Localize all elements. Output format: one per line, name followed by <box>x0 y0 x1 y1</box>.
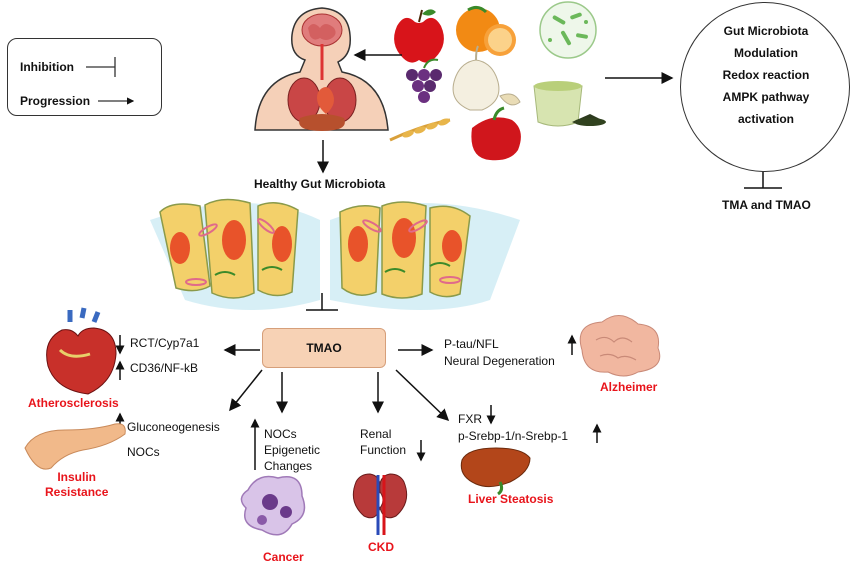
bell-pepper-icon <box>471 106 521 161</box>
tea-cup-icon <box>533 81 606 127</box>
tmao-to-liver-arrow <box>395 369 450 422</box>
insulin-marker-2: NOCs <box>127 445 160 459</box>
liver-icon <box>460 447 531 496</box>
wheat-icon <box>389 118 451 142</box>
cancer-markers: NOCs Epigenetic Changes <box>264 426 320 474</box>
atherosclerosis-label: Atherosclerosis <box>28 396 119 410</box>
effects-list: Gut Microbiota Modulation Redox reaction… <box>686 20 846 130</box>
food-illustrations <box>389 1 606 161</box>
legend-progression-label: Progression <box>20 94 91 108</box>
insulin-label-line-1: Insulin <box>57 470 97 484</box>
alz-marker-1: P-tau/NFL <box>444 337 499 351</box>
liver-steatosis-label: Liver Steatosis <box>468 492 554 506</box>
insulin-resistance-label: Insulin Resistance <box>45 470 108 500</box>
tmao-to-insulin-arrow <box>229 369 263 412</box>
cancer-marker-2: Epigenetic <box>264 443 321 457</box>
legend-box <box>7 38 162 116</box>
healthy-gut-heading: Healthy Gut Microbiota <box>254 177 386 191</box>
alz-marker-2: Neural Degeneration <box>444 354 555 368</box>
ckd-marker-1: Renal <box>360 427 392 441</box>
tma-tmao-label: TMA and TMAO <box>722 198 811 212</box>
athero-marker-1: RCT/Cyp7a1 <box>130 336 200 350</box>
liver-marker-2: p-Srebp-1/n-Srebp-1 <box>458 429 569 443</box>
insulin-marker-1: Gluconeogenesis <box>127 420 220 434</box>
effect-item: Redox reaction <box>722 68 810 82</box>
tmao-box: TMAO <box>262 328 386 368</box>
bacteria-culture-icon <box>539 1 597 59</box>
effect-item: Modulation <box>734 46 798 60</box>
insulin-label-line-2: Resistance <box>45 485 109 499</box>
inhibition-symbol <box>86 57 116 77</box>
gut-inhibition-symbol <box>306 293 338 311</box>
ckd-markers: Renal Function <box>360 426 406 458</box>
brain-icon <box>579 315 661 377</box>
apple-icon <box>394 9 444 63</box>
human-body-illustration <box>254 7 389 131</box>
tmao-label: TMAO <box>306 341 342 355</box>
ckd-marker-2: Function <box>360 443 407 457</box>
grapes-icon <box>406 58 442 103</box>
garlic-icon <box>452 45 521 111</box>
heart-icon <box>46 307 117 395</box>
kidney-icon <box>352 473 408 535</box>
effect-item: activation <box>737 112 794 126</box>
gut-epithelium-illustration <box>150 198 520 310</box>
pancreas-icon <box>24 423 126 470</box>
cancer-marker-1: NOCs <box>264 427 297 441</box>
cancer-label: Cancer <box>263 550 304 564</box>
orange-icon <box>456 5 516 56</box>
cancer-marker-3: Changes <box>264 459 313 473</box>
circle-inhibition-symbol <box>744 172 782 189</box>
athero-marker-2: CD36/NF-kB <box>130 361 199 375</box>
alzheimer-label: Alzheimer <box>600 380 658 394</box>
liver-marker-1: FXR <box>458 412 482 426</box>
legend-inhibition-label: Inhibition <box>20 60 74 74</box>
ckd-label: CKD <box>368 540 394 554</box>
effect-item: Gut Microbiota <box>723 24 809 38</box>
cancer-cell-icon <box>240 475 306 536</box>
effect-item: AMPK pathway <box>722 90 810 104</box>
